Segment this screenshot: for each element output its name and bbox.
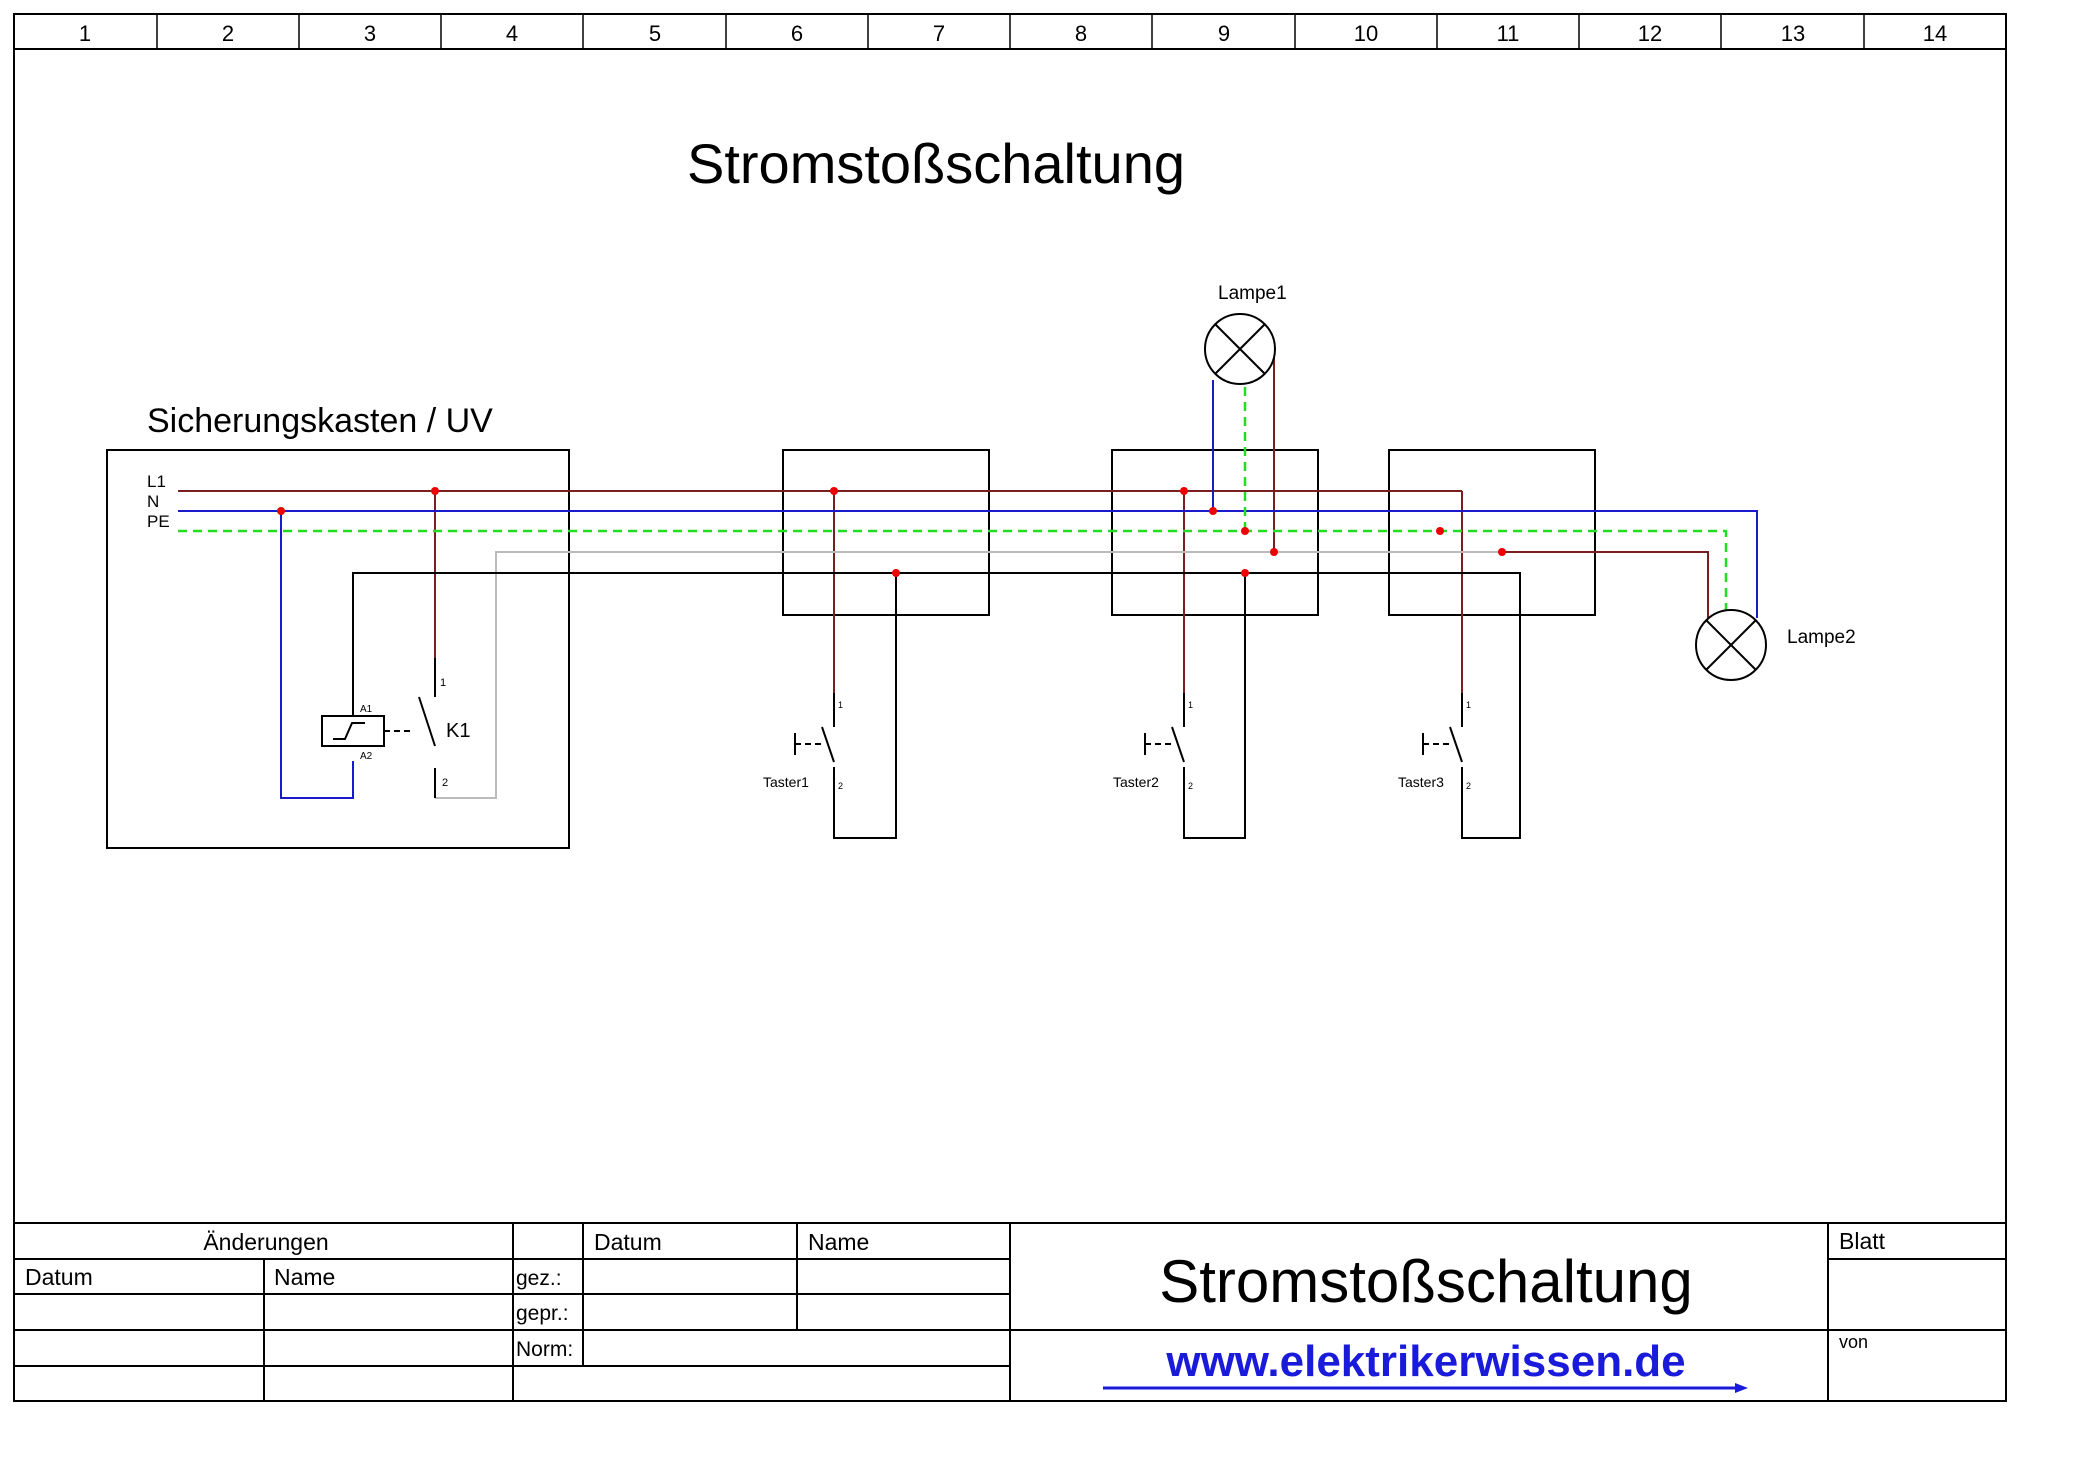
panel-label: Sicherungskasten / UV <box>147 402 493 440</box>
ruler-col-6: 6 <box>791 21 803 46</box>
diagram-title: Stromstoßschaltung <box>687 132 1185 195</box>
von-label: von <box>1839 1332 1868 1352</box>
lamp-2-label: Lampe2 <box>1787 627 1856 648</box>
pushbutton-1-pin-1: 1 <box>838 700 843 710</box>
pushbutton-3-label: Taster3 <box>1398 774 1444 790</box>
lamp-2: Lampe2 <box>1695 609 1856 681</box>
ruler-col-3: 3 <box>364 21 376 46</box>
wire-n <box>178 380 1758 799</box>
relay-k1: K1 A1 A2 1 2 <box>321 658 470 798</box>
junction-box-2 <box>1111 449 1319 616</box>
ruler-col-12: 12 <box>1638 21 1662 46</box>
ruler-col-2: 2 <box>222 21 234 46</box>
pushbutton-3-pin-2: 2 <box>1466 781 1471 791</box>
pushbutton-1-pin-2: 2 <box>838 781 843 791</box>
pushbutton-3 <box>1422 693 1463 785</box>
gepr-label: gepr.: <box>516 1302 569 1325</box>
sign-col-datum: Datum <box>594 1229 662 1255</box>
junction-box-1 <box>782 449 990 616</box>
wire-control <box>352 572 1521 839</box>
titleblock-title: Stromstoßschaltung <box>1159 1248 1693 1315</box>
blatt-label: Blatt <box>1839 1228 1886 1254</box>
ruler-col-13: 13 <box>1781 21 1805 46</box>
ruler-col-10: 10 <box>1354 21 1378 46</box>
ruler-col-8: 8 <box>1075 21 1087 46</box>
drawing-frame <box>13 13 2007 1402</box>
pushbutton-2-label: Taster2 <box>1113 774 1159 790</box>
ruler-col-5: 5 <box>649 21 661 46</box>
wire-l1 <box>178 345 1709 693</box>
relay-contact-1: 1 <box>440 677 446 689</box>
lamp-1-label: Lampe1 <box>1218 283 1287 304</box>
norm-label: Norm: <box>516 1338 573 1361</box>
pushbutton-2 <box>1144 693 1185 785</box>
wire-pe <box>178 380 1728 620</box>
relay-coil-a2: A2 <box>360 751 373 762</box>
pushbutton-2-pin-2: 2 <box>1188 781 1193 791</box>
column-ruler: 1 2 3 4 5 6 7 8 9 10 11 12 13 14 <box>14 14 2006 50</box>
pushbutton-3-pin-1: 1 <box>1466 700 1471 710</box>
wire-switch-return <box>435 551 1502 799</box>
junction-dots <box>277 487 1506 577</box>
changes-col-datum: Datum <box>25 1264 93 1290</box>
website-arrow <box>1735 1383 1748 1393</box>
ruler-col-14: 14 <box>1923 21 1947 46</box>
bus-label-l1: L1 <box>147 472 166 491</box>
junction-box-3 <box>1388 449 1596 616</box>
gez-label: gez.: <box>516 1267 562 1290</box>
sign-col-name: Name <box>808 1229 869 1255</box>
bus-label-n: N <box>147 492 159 511</box>
changes-header: Änderungen <box>203 1229 328 1255</box>
bus-label-pe: PE <box>147 512 170 531</box>
ruler-col-9: 9 <box>1218 21 1230 46</box>
changes-col-name: Name <box>274 1264 335 1290</box>
relay-name: K1 <box>446 720 470 742</box>
pushbutton-2-pin-1: 1 <box>1188 700 1193 710</box>
ruler-col-11: 11 <box>1497 21 1520 46</box>
ruler-col-7: 7 <box>933 21 945 46</box>
ruler-col-1: 1 <box>79 21 91 46</box>
distribution-panel: Sicherungskasten / UV L1 N PE <box>106 402 570 849</box>
ruler-col-4: 4 <box>506 21 518 46</box>
website-link[interactable]: www.elektrikerwissen.de <box>1165 1337 1685 1386</box>
pushbutton-1 <box>794 693 835 785</box>
pushbutton-1-label: Taster1 <box>763 774 809 790</box>
lamp-1: Lampe1 <box>1204 283 1287 385</box>
relay-contact-2: 2 <box>442 777 448 789</box>
relay-coil-a1: A1 <box>360 704 373 715</box>
title-block: Änderungen Datum Name Datum Name gez.: g… <box>14 1222 2006 1401</box>
